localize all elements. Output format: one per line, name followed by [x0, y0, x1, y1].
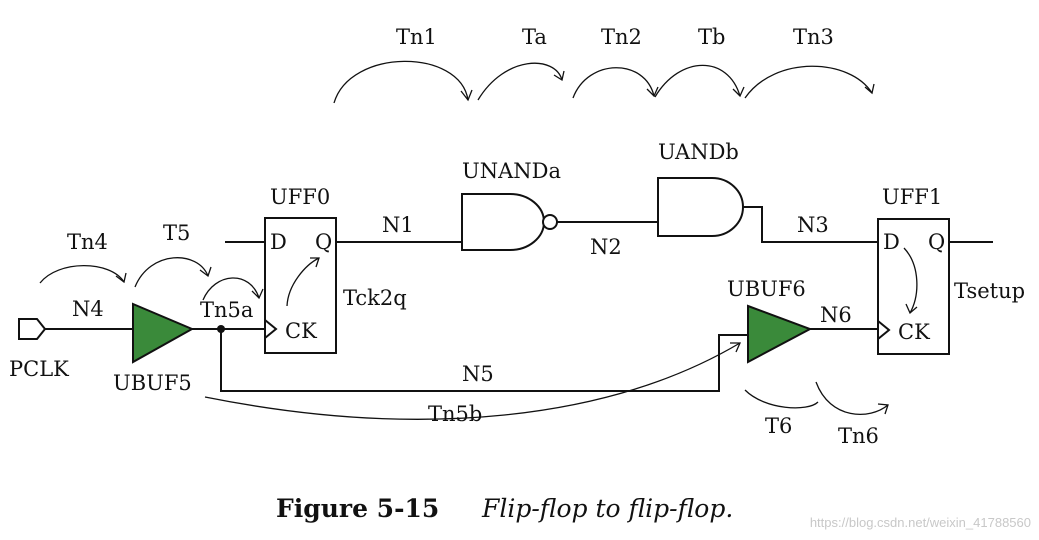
arc-tck2q-head	[310, 257, 320, 268]
label-n5: N5	[462, 362, 494, 386]
arc-t5-head	[199, 266, 212, 278]
label-unanda: UNANDa	[462, 159, 561, 183]
label-tsetup: Tsetup	[954, 279, 1025, 303]
arc-tb	[654, 64, 741, 98]
watermark: https://blog.csdn.net/weixin_41788560	[810, 515, 1031, 530]
uff1-pin-d: D	[883, 230, 900, 254]
net-n5-junction	[217, 325, 225, 333]
label-tn2: Tn2	[601, 25, 642, 49]
uff1-box	[877, 218, 950, 355]
label-n1: N1	[382, 213, 414, 237]
net-n5-branch-wire	[220, 329, 748, 392]
uff0-pin-q: Q	[315, 230, 332, 254]
arc-tn4	[39, 265, 125, 284]
arc-t5	[134, 257, 209, 288]
label-t5: T5	[163, 221, 190, 245]
arc-tn1-head	[460, 89, 473, 102]
ubuf6-gate	[747, 304, 813, 364]
arc-tn5a-head	[251, 288, 264, 300]
label-tn5a: Tn5a	[200, 298, 253, 322]
label-tn1: Tn1	[396, 25, 437, 49]
caption-title: Flip-flop to flip-flop.	[481, 494, 733, 523]
arc-tn1	[333, 60, 469, 104]
label-tn5b: Tn5b	[428, 402, 482, 426]
label-tn3: Tn3	[793, 25, 834, 49]
label-uandb: UANDb	[658, 140, 739, 164]
uff0-pin-ck: CK	[285, 319, 317, 343]
arc-tn6-head	[877, 403, 889, 415]
uff1-clock-notch	[877, 320, 891, 340]
arc-tn5b-head	[730, 342, 742, 353]
arc-tn2-head	[646, 86, 659, 98]
uandb-gate	[657, 177, 744, 237]
pclk-port	[18, 318, 47, 340]
uff0-clock-notch	[264, 319, 278, 339]
arc-tn6	[815, 381, 889, 415]
uff1-pin-q: Q	[928, 230, 945, 254]
label-tn6: Tn6	[838, 424, 879, 448]
label-n4: N4	[72, 297, 104, 321]
arc-ta-head	[553, 70, 565, 82]
arc-tn5a	[202, 277, 260, 301]
arc-tsetup-head	[905, 303, 918, 315]
arc-tn4-head	[115, 272, 127, 284]
unanda-bubble	[542, 214, 558, 230]
label-tck2q: Tck2q	[343, 286, 407, 310]
label-ubuf5: UBUF5	[113, 371, 192, 395]
label-ubuf6: UBUF6	[727, 277, 806, 301]
unanda-gate	[461, 193, 545, 251]
uff1-pin-ck: CK	[898, 320, 930, 344]
label-uff0: UFF0	[270, 185, 330, 209]
arc-tsetup	[903, 247, 918, 314]
arc-tn2	[572, 67, 655, 99]
arc-tn3-head	[864, 83, 875, 95]
ubuf5-gate	[132, 302, 195, 364]
net-n3-wire	[743, 206, 878, 243]
label-uff1: UFF1	[882, 185, 942, 209]
arc-tb-head	[732, 86, 745, 98]
label-pclk: PCLK	[9, 357, 69, 381]
label-n2: N2	[590, 235, 622, 259]
label-t6: T6	[765, 414, 792, 438]
label-tn4: Tn4	[67, 230, 108, 254]
uff0-box	[264, 217, 337, 354]
caption-number: Figure 5-15	[276, 494, 439, 523]
label-ta: Ta	[522, 25, 547, 49]
arc-tck2q	[286, 257, 320, 307]
arc-tn5b	[204, 342, 741, 420]
arc-tn3	[744, 65, 873, 99]
arc-t6	[744, 389, 819, 409]
label-tb: Tb	[698, 25, 725, 49]
arc-ta	[477, 62, 563, 101]
label-n6: N6	[820, 303, 852, 327]
label-n3: N3	[797, 213, 829, 237]
uff0-pin-d: D	[270, 230, 287, 254]
